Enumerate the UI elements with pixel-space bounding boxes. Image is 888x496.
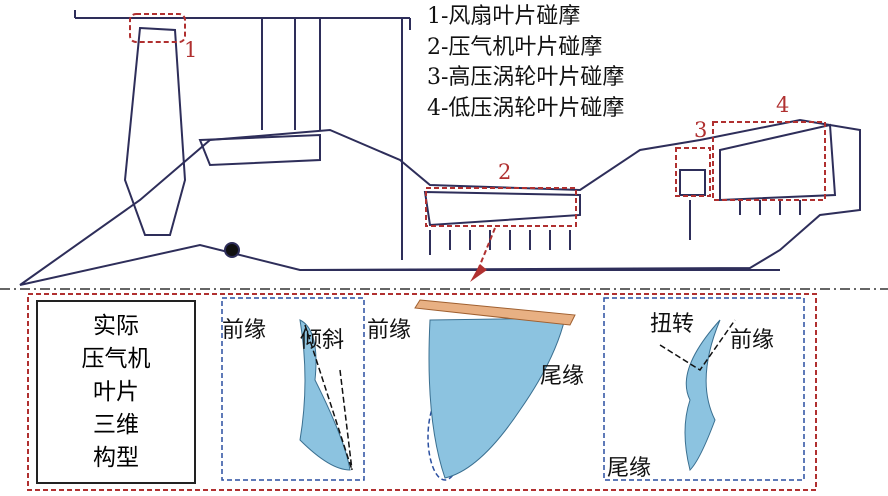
marker-1: 1: [184, 38, 198, 62]
blade-view-left: [221, 297, 365, 481]
blade-right: [684, 319, 721, 471]
blade-panel-frame: [27, 293, 817, 491]
lp-turbine: [719, 123, 837, 202]
marker-3: 3: [694, 118, 708, 142]
compressor-vanes: [429, 230, 571, 255]
panel-title-line: 构型: [93, 444, 139, 471]
panel-title: 实际 压气机 叶片 三维 构型: [36, 300, 196, 484]
support-lines: [74, 10, 411, 260]
hp-compressor: [423, 190, 581, 227]
fan-blade: [123, 26, 187, 236]
lp-turbine-struts: [739, 200, 801, 215]
blade-mid: [428, 317, 566, 479]
blade-left: [299, 319, 351, 471]
label-mid-leading-edge: 前缘: [367, 318, 412, 343]
label-right-leading-edge: 前缘: [730, 328, 775, 353]
engine-casing: [19, 118, 861, 286]
blade-view-right: [603, 297, 805, 481]
tilt-lines: [304, 324, 353, 471]
legend: 1-风扇叶片碰摩 2-压气机叶片碰摩 3-高压涡轮叶片碰摩 4-低压涡轮叶片碰摩: [427, 2, 624, 124]
legend-item: 4-低压涡轮叶片碰摩: [427, 95, 625, 121]
rub-zone-1: [129, 13, 186, 43]
hp-turbine: [679, 169, 706, 240]
legend-item: 3-高压涡轮叶片碰摩: [427, 65, 625, 90]
rub-zone-4: [712, 121, 826, 201]
label-mid-trailing-edge: 尾缘: [540, 364, 585, 389]
panel-title-line: 三维: [93, 411, 139, 438]
panel-title-line: 压气机: [81, 345, 151, 372]
marker-4: 4: [776, 93, 790, 117]
twist-lines: [659, 319, 736, 372]
rub-zone-3: [675, 147, 711, 197]
booster-stage: [198, 133, 321, 167]
panel-title-line: 叶片: [93, 378, 139, 405]
rub-zone-2: [425, 187, 577, 227]
casing-segment: [414, 299, 576, 326]
legend-item: 1-风扇叶片碰摩: [427, 4, 581, 29]
panel-title-line: 实际: [93, 312, 139, 339]
zoom-arrow: [477, 227, 496, 271]
label-twist: 扭转: [650, 312, 695, 337]
bearing: [224, 242, 240, 258]
arrow-head-icon: [470, 264, 487, 282]
label-right-trailing-edge: 尾缘: [607, 456, 652, 481]
legend-item: 2-压气机叶片碰摩: [427, 34, 603, 60]
label-left-leading-edge: 前缘: [222, 318, 267, 343]
label-tilt: 倾斜: [300, 328, 345, 353]
marker-2: 2: [498, 160, 512, 184]
